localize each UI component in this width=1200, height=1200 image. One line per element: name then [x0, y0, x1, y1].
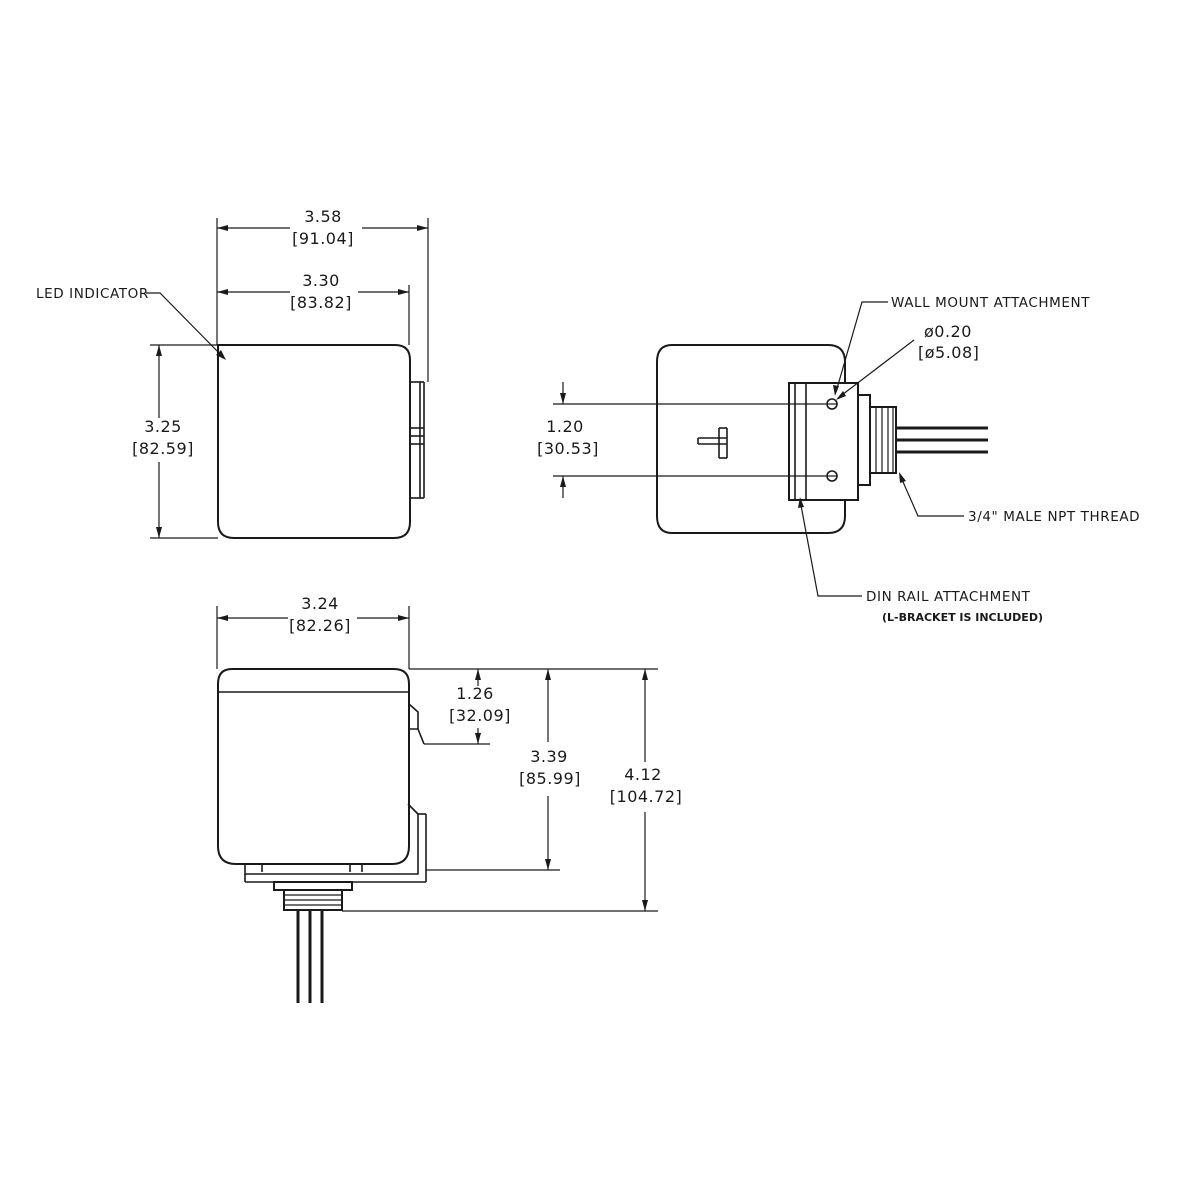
- bottom-wires: [296, 910, 324, 1003]
- bottom-width-mm: [82.26]: [289, 616, 351, 635]
- body-height-mm: [85.99]: [519, 769, 581, 788]
- body-width-mm: [83.82]: [290, 293, 352, 312]
- body-height-in: 3.39: [530, 747, 568, 766]
- mounting-hole-icon: [826, 470, 838, 482]
- din-rail-note: (L-BRACKET IS INCLUDED): [882, 611, 1043, 624]
- overall-height-mm: [104.72]: [610, 787, 682, 806]
- npt-thread-icon: [857, 394, 897, 486]
- din-rail-label: DIN RAIL ATTACHMENT: [866, 589, 1031, 605]
- hole-diameter-mm: [ø5.08]: [918, 343, 979, 362]
- side-knob-icon: [697, 427, 728, 459]
- l-bracket: [244, 803, 419, 875]
- height-mm: [82.59]: [132, 439, 194, 458]
- body-width-in: 3.30: [302, 271, 340, 290]
- front-housing: [217, 344, 411, 539]
- hole-spacing-in: 1.20: [546, 417, 584, 436]
- clip-height-mm: [32.09]: [449, 706, 511, 725]
- bottom-width-in: 3.24: [301, 594, 339, 613]
- height-in: 3.25: [144, 417, 182, 436]
- hole-spacing-mm: [30.53]: [537, 439, 599, 458]
- front-view: 3.58 [91.04] 3.30 [83.82] LED INDICATOR …: [36, 207, 429, 539]
- wall-mount-label: WALL MOUNT ATTACHMENT: [891, 295, 1090, 311]
- front-side-tab: [409, 381, 421, 499]
- clip-height-in: 1.26: [456, 684, 494, 703]
- mounting-hole-icon: [826, 398, 838, 410]
- led-indicator-label: LED INDICATOR: [36, 286, 149, 302]
- overall-width-mm: [91.04]: [292, 229, 354, 248]
- bottom-view: 3.24 [82.26] 1.26 [32.09] 3.39 [85.99] 4…: [216, 594, 682, 1003]
- overall-width-in: 3.58: [304, 207, 342, 226]
- overall-height-in: 4.12: [624, 765, 662, 784]
- side-wires: [896, 426, 988, 454]
- mounting-bracket: [788, 382, 859, 501]
- hole-diameter-in: ø0.20: [924, 322, 972, 341]
- bottom-housing: [217, 668, 410, 865]
- npt-thread-label: 3/4" MALE NPT THREAD: [968, 509, 1140, 525]
- bottom-thread-icon: [273, 881, 353, 911]
- side-view: 1.20 [30.53] WALL MOUNT ATTACHMENT ø0.20…: [537, 295, 1140, 624]
